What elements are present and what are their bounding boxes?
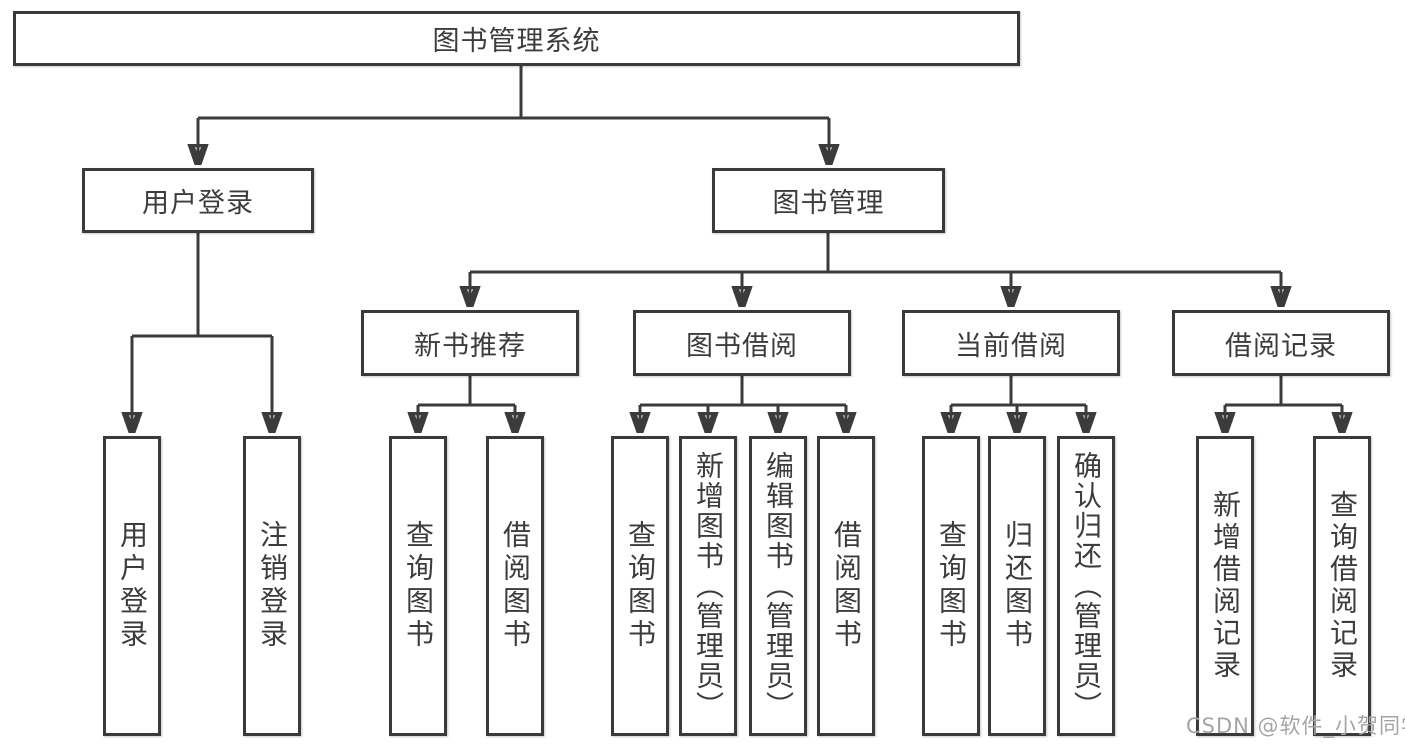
branch-current-borrowing: 当前借阅 <box>902 310 1120 376</box>
leaf-query-books-current: 查询图书 <box>922 436 980 736</box>
leaf-add-borrow-record: 新增借阅记录 <box>1196 436 1254 736</box>
branch-book-borrowing: 图书借阅 <box>633 310 851 376</box>
branch-borrow-records: 借阅记录 <box>1172 310 1390 376</box>
csdn-watermark: CSDN @软件_小贺同学 <box>1186 714 1405 738</box>
leaf-query-borrow-record: 查询借阅记录 <box>1313 436 1371 736</box>
branch-user-login: 用户登录 <box>82 168 314 233</box>
leaf-confirm-return-admin: 确认归还（管理员） <box>1057 436 1115 736</box>
connector-user-login-to-children <box>132 233 272 431</box>
leaf-query-books-recommend: 查询图书 <box>389 436 447 736</box>
leaf-borrow-books-borrowing: 借阅图书 <box>817 436 875 736</box>
connector-root-to-level2 <box>198 66 829 163</box>
leaf-return-books: 归还图书 <box>988 436 1046 736</box>
leaf-user-login: 用户登录 <box>103 436 161 736</box>
leaf-add-book-admin: 新增图书（管理员） <box>679 436 737 736</box>
connector-current-borrowing-to-children <box>951 376 1086 431</box>
node-library-management-system: 图书管理系统 <box>13 11 1020 66</box>
connector-new-book-recommend-to-children <box>418 376 515 431</box>
leaf-logout: 注销登录 <box>243 436 301 736</box>
connector-book-management-to-level3 <box>470 233 1281 305</box>
branch-new-book-recommend: 新书推荐 <box>361 310 579 376</box>
leaf-edit-book-admin: 编辑图书（管理员） <box>749 436 807 736</box>
connector-borrow-records-to-children <box>1225 376 1342 431</box>
leaf-query-books-borrowing: 查询图书 <box>611 436 669 736</box>
branch-book-management: 图书管理 <box>712 168 945 233</box>
connector-book-borrowing-to-children <box>640 376 846 431</box>
leaf-borrow-books-recommend: 借阅图书 <box>486 436 544 736</box>
